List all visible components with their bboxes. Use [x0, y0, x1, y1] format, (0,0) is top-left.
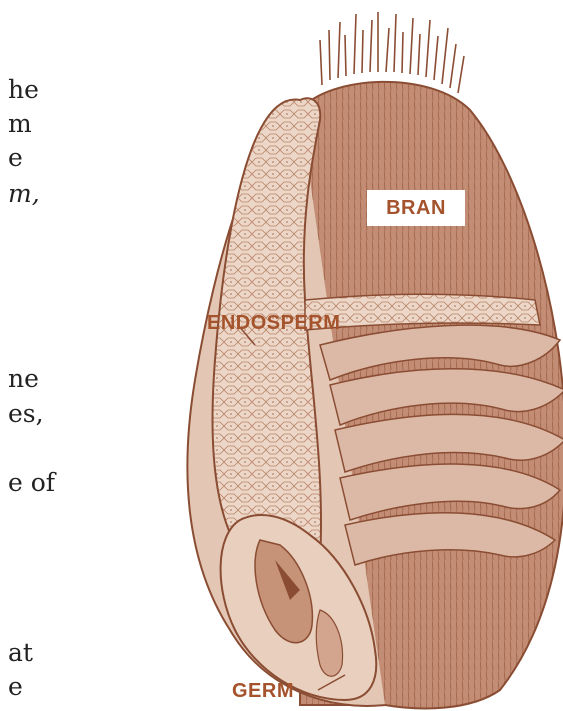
bran-label-text: BRAN: [386, 197, 446, 220]
endosperm-label: ENDOSPERM: [207, 312, 340, 335]
brush-hairs: [320, 12, 464, 93]
bran-label: BRAN: [367, 190, 465, 226]
germ-label: GERM: [232, 680, 294, 703]
